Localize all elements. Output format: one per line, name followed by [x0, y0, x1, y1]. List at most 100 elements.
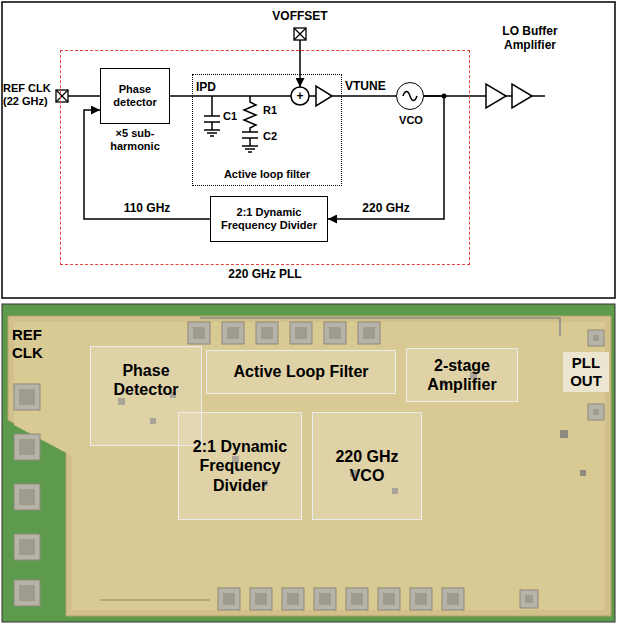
pad-metal — [218, 588, 240, 610]
panel-frame — [2, 2, 615, 298]
vco-symbol: VCO — [396, 82, 424, 110]
pad-metal — [314, 588, 336, 610]
chip-block-box: Active Loop Filter — [206, 350, 396, 394]
bond-pad — [520, 590, 538, 608]
chip-photo — [14, 322, 605, 610]
chip-block-box: 2:1 Dynamic Frequency Divider — [178, 412, 302, 520]
pad-metal — [14, 384, 40, 410]
bond-pad — [442, 588, 464, 610]
buffer-triangles — [506, 95, 512, 97]
chip-photo — [2, 304, 615, 622]
input-pad — [56, 90, 68, 102]
panel-frame — [2, 2, 615, 298]
chip-feature — [580, 470, 586, 476]
signal-wire — [328, 96, 444, 219]
input-pad — [56, 90, 68, 102]
filter-wiring — [291, 87, 309, 105]
component-name: C1 — [223, 110, 237, 123]
pad-metal — [520, 590, 538, 608]
filter-wiring — [207, 132, 217, 134]
filter-wiring — [248, 151, 252, 153]
pad-core — [351, 593, 363, 605]
pad-metal — [324, 322, 346, 344]
node-text: 2:1 Dynamic Frequency Divider — [215, 206, 323, 232]
pad-metal — [290, 322, 312, 344]
bond-pad — [378, 588, 400, 610]
pin-name: VOFFSET — [255, 9, 345, 23]
node-text: 220 GHz PLL — [61, 267, 469, 281]
pad-core — [363, 327, 375, 339]
bond-pad — [222, 322, 244, 344]
pad-metal — [222, 322, 244, 344]
buffer-triangles — [512, 84, 532, 108]
pad-metal — [282, 588, 304, 610]
filter-wiring — [204, 129, 220, 131]
chip-photo — [8, 316, 611, 616]
pad-core — [287, 593, 299, 605]
offset-pad — [294, 28, 306, 40]
offset-pad — [294, 28, 306, 87]
filter-wiring — [204, 115, 220, 117]
pad-metal — [250, 588, 272, 610]
pad-core — [447, 593, 459, 605]
pad-metal — [14, 580, 40, 606]
component-name: R1 — [263, 104, 277, 117]
node-text: ×5 sub-harmonic — [101, 127, 169, 153]
chip-feature — [560, 430, 568, 438]
bond-pad — [290, 322, 312, 344]
bond-pad — [14, 580, 40, 606]
bond-pad — [588, 404, 604, 420]
pad-core — [19, 389, 35, 405]
pad-metal — [358, 322, 380, 344]
node-text: 2:1 Dynamic Frequency Divider — [185, 437, 295, 495]
pad-core — [593, 335, 599, 341]
bond-pad — [282, 588, 304, 610]
chip-block-box: 220 GHz VCO — [312, 412, 422, 520]
pad-metal — [346, 588, 368, 610]
pad-core — [295, 327, 307, 339]
bond-pad — [256, 322, 278, 344]
pad-metal — [588, 330, 604, 346]
filter-wiring — [211, 122, 213, 130]
pad-core — [19, 539, 35, 555]
buffer-amplifier: LO Buffer Amplifier — [480, 24, 580, 110]
buffer-triangles — [532, 95, 545, 97]
bond-pad — [358, 322, 380, 344]
buffer-triangles — [480, 84, 545, 108]
signal-wire — [342, 95, 396, 97]
filter-wiring — [316, 86, 332, 106]
divider-box: 2:1 Dynamic Frequency Divider — [210, 196, 328, 242]
filter-wiring — [249, 138, 251, 146]
signal-name: 220 GHz — [356, 201, 416, 215]
pin-name: REF CLK (22 GHz) — [3, 82, 53, 108]
filter-wiring — [210, 135, 214, 137]
pad-core — [223, 593, 235, 605]
pll-region: 220 GHz PLLPhase detector×5 sub-harmonic… — [60, 50, 470, 265]
pad-label: PLL OUT — [563, 352, 609, 392]
buffer-triangles — [486, 84, 506, 108]
pad-core — [255, 593, 267, 605]
signal-name: 110 GHz — [117, 201, 177, 215]
signal-name: VTUNE — [345, 79, 386, 93]
pad-core — [261, 327, 273, 339]
bond-pads — [14, 322, 604, 610]
pad-metal — [256, 322, 278, 344]
node-text: LO Buffer Amplifier — [480, 24, 580, 53]
pad-core — [383, 593, 395, 605]
filter-wiring — [332, 95, 342, 97]
pad-core — [193, 327, 205, 339]
pad-core — [19, 439, 35, 455]
input-pad — [56, 90, 100, 102]
buffer-triangles — [480, 95, 486, 97]
bond-pad — [346, 588, 368, 610]
input-pad — [56, 90, 68, 102]
chip-photo — [100, 599, 210, 601]
pad-label: REF CLK — [12, 326, 56, 362]
pad-core — [319, 593, 331, 605]
filter-wiring — [309, 95, 316, 97]
pad-metal — [188, 322, 210, 344]
bond-pad — [250, 588, 272, 610]
sum-sign: + — [292, 89, 308, 103]
